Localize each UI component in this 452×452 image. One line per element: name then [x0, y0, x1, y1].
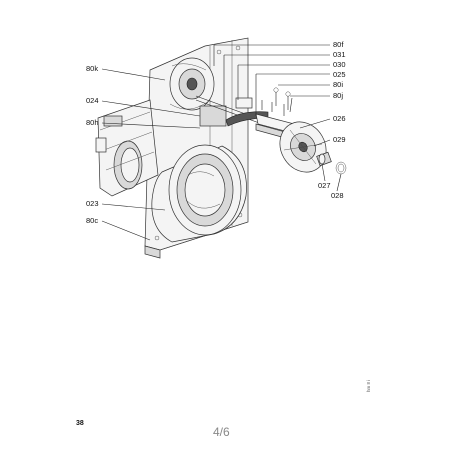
label-028: 028: [331, 191, 344, 200]
intake-housing: [169, 57, 215, 111]
label-025: 025: [333, 70, 346, 79]
label-026: 026: [333, 114, 346, 123]
motor-assembly: [95, 99, 159, 197]
label-80i: 80i: [333, 80, 343, 89]
label-80k: 80k: [86, 64, 98, 73]
leader-lines: [101, 44, 342, 241]
label-80j: 80j: [333, 91, 343, 100]
side-code: hm 8 i: [366, 379, 371, 392]
label-027: 027: [318, 181, 331, 190]
label-80c: 80c: [86, 216, 98, 225]
page-number: 38: [76, 420, 84, 427]
label-029: 029: [333, 135, 346, 144]
page-fraction: 4/6: [213, 425, 230, 439]
label-023: 023: [86, 199, 99, 208]
baffle-disc: [279, 121, 327, 173]
label-80h: 80h: [86, 118, 99, 127]
nozzle-and-clip: [316, 151, 347, 175]
label-031: 031: [333, 50, 346, 59]
label-024: 024: [86, 96, 99, 105]
label-80f: 80f: [333, 40, 344, 49]
label-030: 030: [333, 60, 346, 69]
blast-tube: [151, 144, 247, 243]
